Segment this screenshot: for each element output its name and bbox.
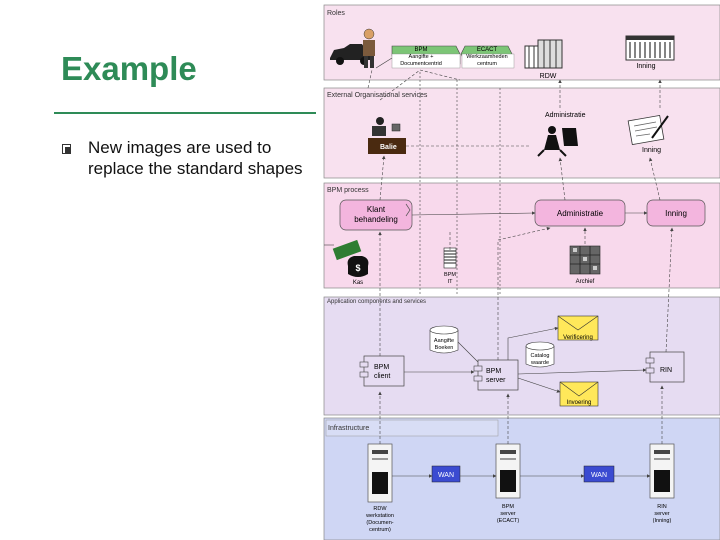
kas-label: Kas [353,280,363,286]
svg-text:centrum: centrum [477,61,497,67]
infrastructure-layer-label: Infrastructure [328,425,369,432]
building-rdw-icon: RDW [524,39,563,80]
svg-text:WAN: WAN [591,472,607,479]
svg-text:RDW: RDW [373,506,387,512]
roles-layer-label: Roles [327,10,345,17]
svg-text:BPM: BPM [486,368,501,375]
svg-text:Inning: Inning [665,209,687,218]
aangifte-database-icon: Aangifte Boeken [429,325,459,354]
slide-title: Example [61,50,197,87]
svg-text:server: server [654,511,669,517]
archimate-diagram: Roles External Organisational services B… [323,4,720,540]
server-rdw-icon: RDW werkstation (Documen- centrum) [365,443,394,533]
svg-text:Administratie: Administratie [557,209,604,218]
archief-label: Archief [576,279,595,285]
building-inning-icon: Inning [625,35,675,70]
svg-text:Boeken: Boeken [435,345,454,351]
svg-text:(Documen-: (Documen- [366,520,393,526]
wan-network-1: WAN [431,465,461,483]
svg-text:client: client [374,373,390,380]
svg-text:Klant: Klant [367,205,386,214]
signing-document-icon: Inning [627,114,669,154]
svg-text:Invoering: Invoering [567,400,592,406]
server-rin-icon: RIN server (Inning) [649,443,675,524]
svg-text:WAN: WAN [438,472,454,479]
role-bpm-aangifte: BPM Aangifte + Documentcentrid [391,45,461,69]
svg-text:server: server [500,511,515,517]
title-underline [54,112,316,114]
bullet-square-icon [62,144,71,154]
svg-text:BPM: BPM [374,364,389,371]
svg-text:RIN: RIN [657,504,667,510]
envelope-invoering-icon: Invoering [559,381,599,407]
svg-text:werkstation: werkstation [365,513,394,519]
svg-text:(ECACT): (ECACT) [497,518,519,524]
catalog-database-icon: Catalog waarde [525,341,555,368]
person-icon [363,28,375,68]
inning-external-label: Inning [642,147,661,154]
process-layer-label: BPM process [327,187,369,194]
svg-text:Documentcentrid: Documentcentrid [400,61,442,67]
svg-text:Aangifte +: Aangifte + [409,54,434,60]
document-stack-icon: BPM IT [443,247,456,285]
process-layer: BPM process [323,182,720,289]
svg-text:ECACT: ECACT [477,47,498,53]
svg-text:Werkzaamheden: Werkzaamheden [466,54,507,60]
balie-label: Balie [380,144,397,151]
svg-text:waarde: waarde [530,360,549,366]
svg-text:RIN: RIN [660,367,672,374]
process-administratie: Administratie [534,199,626,227]
external-layer-label: External Organisational services [327,92,428,99]
svg-text:IT: IT [448,279,454,285]
wan-network-2: WAN [583,465,615,483]
svg-text:$: $ [355,263,360,273]
svg-text:BPM: BPM [502,504,514,510]
money-bag-icon: $ Kas [332,239,369,286]
component-rin: RIN [645,351,685,383]
envelope-verificering-icon: Verificering [557,315,599,341]
administratie-external-label: Administratie [545,112,586,119]
role-ecact: ECACT Werkzaamheden centrum [460,45,515,69]
svg-text:(Inning): (Inning) [653,518,672,524]
svg-text:BPM: BPM [444,272,456,278]
bullet-text: New images are used to replace the stand… [88,138,303,178]
balie-desk-icon: Balie [368,117,406,154]
admin-worker-icon: Administratie [537,112,586,157]
server-bpm-icon: BPM server (ECACT) [495,443,521,524]
svg-text:Catalog: Catalog [531,353,550,359]
svg-text:behandeling: behandeling [354,215,398,224]
component-bpm-server: BPM server [473,359,519,391]
inning-role-label: Inning [636,63,655,70]
role-bpm-label: BPM [414,47,427,53]
application-layer-label: Application components and services [327,299,426,305]
connectors [324,57,674,478]
svg-text:centrum): centrum) [369,527,391,533]
process-inning: Inning [646,199,706,227]
process-klant-behandeling: Klant behandeling [339,199,413,231]
rdw-label: RDW [540,73,557,80]
svg-text:Aangifte: Aangifte [434,338,454,344]
svg-text:Verificering: Verificering [563,335,593,341]
component-bpm-client: BPM client [359,355,405,387]
svg-text:server: server [486,377,506,384]
archive-cabinet-icon: Archief [569,245,601,285]
